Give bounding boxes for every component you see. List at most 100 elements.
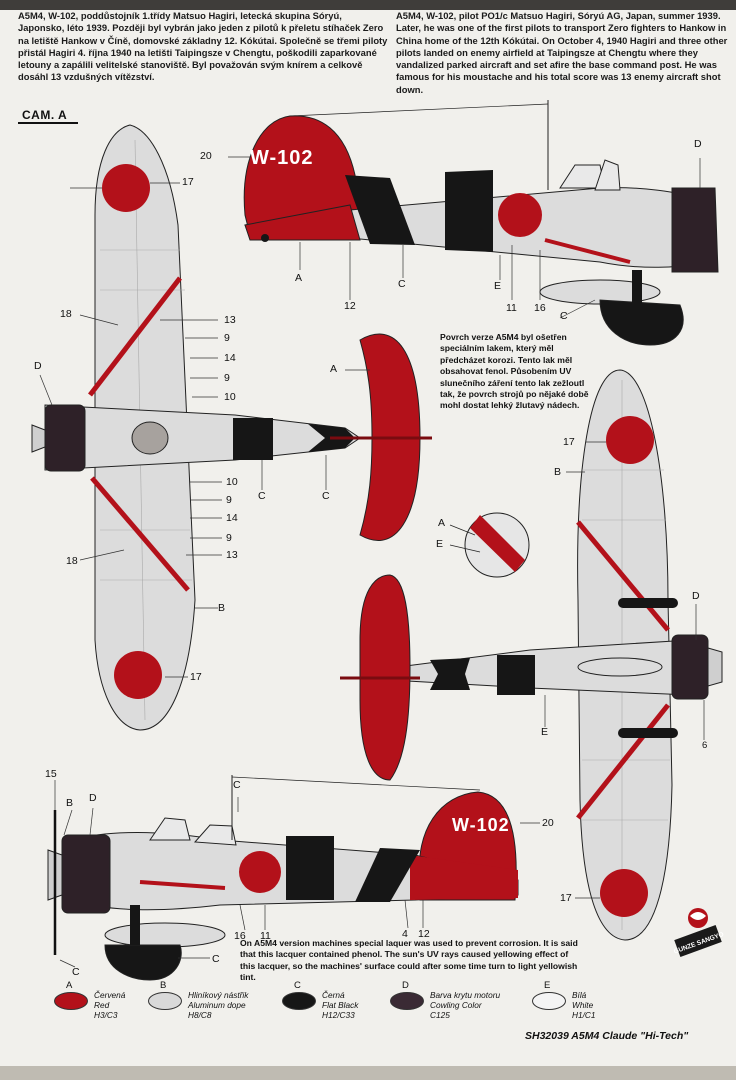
legend-text-black: Černá Flat Black H12/C33 xyxy=(322,990,358,1021)
camouflage-underline xyxy=(18,122,78,124)
legend-item-cowling: D Barva krytu motoru Cowling Color C125 xyxy=(390,980,520,1034)
legend-cz-red: Červená xyxy=(94,990,126,1000)
legend-code-aluminum: H8/C8 xyxy=(188,1010,212,1021)
rudder-detail xyxy=(449,512,530,578)
callout-12-profile: 12 xyxy=(344,300,356,312)
legend-en-black: Flat Black xyxy=(322,1000,359,1011)
callout-9-bottom-a: 9 xyxy=(226,494,232,506)
legend-cz-white: Bílá xyxy=(572,990,587,1000)
callout-E-profile: E xyxy=(494,280,502,292)
legend-cz-cowling: Barva krytu motoru xyxy=(430,990,501,1000)
callout-13-top: 13 xyxy=(224,314,236,326)
legend-en-aluminum: Aluminum dope xyxy=(188,1000,246,1011)
callout-17-lower-profile: 17 xyxy=(560,892,572,904)
legend-code-red: H3/C3 xyxy=(94,1010,118,1021)
callout-4-lower-profile: 4 xyxy=(402,928,408,940)
callout-C-lower-profile-tank: C xyxy=(212,953,220,965)
callout-D-bottom-view: D xyxy=(692,590,700,602)
callout-B-top-view: B xyxy=(218,602,226,614)
callout-B-lower-profile: B xyxy=(66,797,74,809)
legend-letter-e: E xyxy=(544,980,551,991)
legend-code-white: H1/C1 xyxy=(572,1010,596,1021)
legend-cz-aluminum: Hliníkový nástřik xyxy=(188,990,249,1000)
legend-text-white: Bílá White H1/C1 xyxy=(572,990,596,1021)
callout-17-top: 17 xyxy=(182,176,194,188)
top-view-left xyxy=(31,124,432,731)
swatch-aluminum xyxy=(148,992,182,1010)
callout-9-top-b: 9 xyxy=(224,372,230,384)
callout-A-top-view: A xyxy=(330,363,338,375)
callout-A-rudder: A xyxy=(438,517,446,529)
legend-item-aluminum: B Hliníkový nástřik Aluminum dope H8/C8 xyxy=(148,980,278,1034)
legend-cz-black: Černá xyxy=(322,990,345,1000)
callout-6-bottom-view: 6 xyxy=(702,740,708,751)
legend-letter-c: C xyxy=(294,980,301,991)
swatch-white xyxy=(532,992,566,1010)
callout-20-top: 20 xyxy=(200,150,212,162)
legend-code-cowling: C125 xyxy=(430,1010,450,1021)
side-profile-top xyxy=(243,100,719,346)
intro-text-czech: A5M4, W-102, poddůstojník 1.třídy Matsuo… xyxy=(18,10,388,83)
callout-9-top-a: 9 xyxy=(224,332,230,344)
code-top-profile: W-102 xyxy=(250,147,314,169)
callout-B-bottom-view: B xyxy=(554,466,562,478)
legend-item-white: E Bílá White H1/C1 xyxy=(532,980,632,1034)
callout-20-lower-profile: 20 xyxy=(542,817,554,829)
bottom-view-right xyxy=(340,369,723,941)
kit-footer-title: SH32039 A5M4 Claude "Hi-Tech" xyxy=(525,1030,689,1042)
legend-code-black: H12/C33 xyxy=(322,1010,355,1021)
legend-letter-d: D xyxy=(402,980,409,991)
camouflage-label: CAM. A xyxy=(22,108,68,122)
callout-D-top-view: D xyxy=(34,360,42,372)
callout-16-profile: 16 xyxy=(534,302,546,314)
callout-11-lower-profile: 11 xyxy=(260,930,271,942)
side-profile-bottom xyxy=(47,775,519,981)
legend-en-red: Red xyxy=(94,1000,110,1011)
leader-lines xyxy=(39,156,705,968)
swatch-black xyxy=(282,992,316,1010)
note-lacquer-english: On A5M4 version machines special laquer … xyxy=(240,938,578,983)
page-bottom-edge xyxy=(0,1066,736,1080)
note-lacquer-czech: Povrch verze A5M4 byl ošetřen speciálním… xyxy=(440,332,589,411)
legend-text-aluminum: Hliníkový nástřik Aluminum dope H8/C8 xyxy=(188,990,248,1021)
legend-item-red: A Červená Red H3/C3 xyxy=(54,980,164,1034)
callout-D-profile: D xyxy=(694,138,702,150)
gunze-sangyo-logo: GUNZE SANGYO xyxy=(673,908,725,957)
callout-9-bottom-b: 9 xyxy=(226,532,232,544)
callout-14-top: 14 xyxy=(224,352,236,364)
page-top-edge xyxy=(0,0,736,10)
callout-10-bottom: 10 xyxy=(226,476,238,488)
legend-item-black: C Černá Flat Black H12/C33 xyxy=(282,980,392,1034)
callout-C-lower-profile: C xyxy=(233,779,241,791)
callout-16-lower-profile: 16 xyxy=(234,930,246,942)
callout-13-bottom: 13 xyxy=(226,549,238,561)
callout-C-profile-wheel: C xyxy=(560,310,568,322)
callout-E-bottom-view: E xyxy=(541,726,549,738)
callout-10-top: 10 xyxy=(224,391,236,403)
callout-18-top: 18 xyxy=(60,308,72,320)
callout-C-profile: C xyxy=(398,278,406,290)
intro-text-english: A5M4, W-102, pilot PO1/c Matsuo Hagiri, … xyxy=(396,10,728,95)
legend-en-white: White xyxy=(572,1000,594,1011)
code-bottom-profile: W-102 xyxy=(452,815,510,835)
legend-text-cowling: Barva krytu motoru Cowling Color C125 xyxy=(430,990,500,1021)
callout-C-lower-profile-wheel: C xyxy=(72,966,80,978)
callout-11-profile: 11 xyxy=(506,302,517,314)
callout-C-top-view-a: C xyxy=(258,490,266,502)
legend-letter-a: A xyxy=(66,980,73,991)
legend-en-cowling: Cowling Color xyxy=(430,1000,482,1011)
callout-A-profile: A xyxy=(295,272,303,284)
swatch-red xyxy=(54,992,88,1010)
callout-C-top-view-b: C xyxy=(322,490,330,502)
callout-17-top-view: 17 xyxy=(190,671,202,683)
callout-E-rudder: E xyxy=(436,538,444,550)
swatch-cowling xyxy=(390,992,424,1010)
callout-17-bottom-view: 17 xyxy=(563,436,575,448)
callout-12-lower-profile: 12 xyxy=(418,928,430,940)
callout-18-bottom: 18 xyxy=(66,555,78,567)
callout-D-lower-profile: D xyxy=(89,792,97,804)
callout-15-lower-profile: 15 xyxy=(45,768,57,780)
callout-14-bottom: 14 xyxy=(226,512,238,524)
